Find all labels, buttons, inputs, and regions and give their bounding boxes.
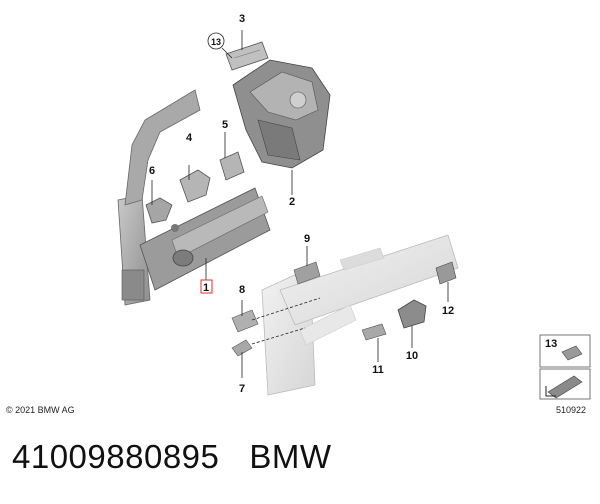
part-1-frame: [117, 89, 271, 306]
part-caption: 41009880895 BMW: [12, 438, 332, 476]
callout-4: 4: [186, 132, 193, 144]
diagram-number: 510922: [555, 405, 586, 415]
part-12-clip: [435, 261, 457, 285]
part-8-pad: [231, 309, 259, 333]
part-11-pad: [361, 323, 387, 341]
legend-box-13: 13: [539, 334, 591, 368]
callout-8: 8: [239, 284, 245, 296]
legend-callout-13: 13: [545, 338, 557, 350]
callout-1: 1: [203, 282, 209, 294]
callout-13-circle: [207, 32, 225, 50]
part-2-wheelhouse: [232, 59, 331, 169]
callout-6: 6: [149, 165, 155, 177]
copyright-text: © 2021 BMW AG: [6, 405, 75, 415]
callout-9: 9: [304, 233, 310, 245]
callout-2: 2: [289, 196, 295, 208]
brand-name: BMW: [249, 438, 332, 475]
callout-13: 13: [211, 37, 221, 47]
part-7-pad: [231, 339, 253, 357]
part-5-bracket: [219, 151, 245, 181]
callout-5: 5: [222, 119, 228, 131]
callout-7: 7: [239, 383, 245, 395]
callout-1-box: [200, 279, 213, 294]
callout-10: 10: [406, 350, 418, 362]
parts-diagram: 3 13 4 5 6 1 2 9 8 7 11 10 12 13: [117, 13, 591, 400]
legend-box-arrow: [539, 368, 591, 400]
part-9-pad: [293, 261, 321, 285]
front-rail-structure: [261, 234, 459, 396]
part-number: 41009880895: [12, 438, 220, 475]
part-10-bracket: [397, 299, 427, 329]
callout-11: 11: [372, 364, 384, 376]
callout-12: 12: [442, 305, 454, 317]
part-6-bracket: [145, 197, 173, 224]
leader-lines: [151, 30, 449, 378]
callout-3: 3: [239, 13, 245, 25]
part-3-bracket: [225, 41, 269, 71]
part-4-bracket: [179, 169, 211, 203]
